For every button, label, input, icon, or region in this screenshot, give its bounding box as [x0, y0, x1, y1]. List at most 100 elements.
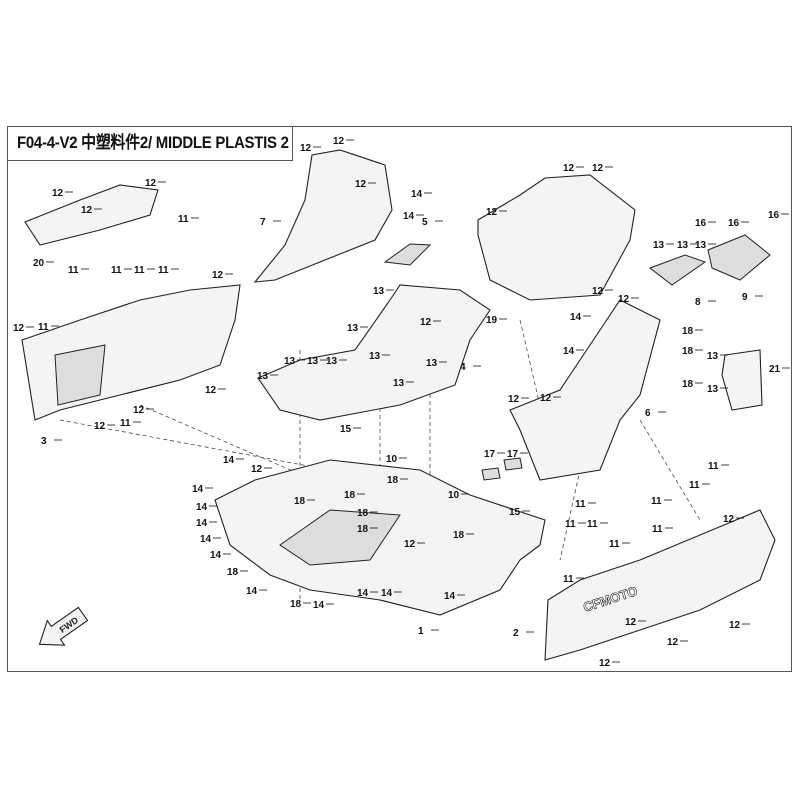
callout-14: 14: [313, 600, 325, 611]
part-2-right-side-panel: CFMOTO: [544, 509, 776, 661]
callout-13: 13: [373, 286, 385, 297]
callout-12: 12: [300, 143, 312, 154]
callout-13: 13: [707, 351, 719, 362]
callout-11: 11: [178, 214, 189, 225]
callout-11: 11: [651, 496, 662, 507]
fwd-arrow: FWD: [38, 606, 89, 646]
part-19-rear-tray: [477, 174, 636, 301]
callout-13: 13: [257, 371, 269, 382]
callout-18: 18: [344, 490, 356, 501]
callout-14: 14: [246, 586, 258, 597]
callout-11: 11: [134, 265, 145, 276]
part-5-vent-cover: [383, 243, 432, 266]
callout-13: 13: [347, 323, 359, 334]
callout-12: 12: [81, 205, 93, 216]
callout-17: 17: [484, 449, 496, 460]
callout-15: 15: [509, 507, 521, 518]
callout-18: 18: [294, 496, 306, 507]
callout-13: 13: [695, 240, 707, 251]
callout-18: 18: [453, 530, 465, 541]
callout-10: 10: [386, 454, 398, 465]
callout-11: 11: [158, 265, 169, 276]
callout-14: 14: [196, 518, 208, 529]
callout-11: 11: [689, 480, 700, 491]
callout-18: 18: [682, 379, 694, 390]
callout-13: 13: [284, 356, 296, 367]
callout-12: 12: [420, 317, 432, 328]
part-3-left-side-panel: [21, 284, 241, 421]
callout-18: 18: [290, 599, 302, 610]
diagram-frame: [7, 126, 792, 672]
callout-12: 12: [599, 658, 611, 669]
part-21-cover: [721, 349, 763, 411]
callout-11: 11: [68, 265, 79, 276]
callout-11: 11: [38, 322, 49, 333]
callout-12: 12: [618, 294, 630, 305]
callout-12: 12: [251, 464, 263, 475]
callout-14: 14: [357, 588, 369, 599]
callout-12: 12: [133, 405, 145, 416]
part-7-tunnel-cover: [253, 149, 393, 283]
callout-12: 12: [667, 637, 679, 648]
callout-18: 18: [682, 326, 694, 337]
part-17-clips: [481, 457, 523, 481]
callout-14: 14: [192, 484, 204, 495]
callout-12: 12: [205, 385, 217, 396]
callout-16: 16: [695, 218, 707, 229]
part-1-floor-tub: [214, 459, 546, 616]
callout-12: 12: [723, 514, 735, 525]
callout-1: 1: [418, 626, 424, 637]
callout-14: 14: [210, 550, 222, 561]
callout-18: 18: [682, 346, 694, 357]
callout-14: 14: [196, 502, 208, 513]
callout-14: 14: [444, 591, 456, 602]
callout-12: 12: [355, 179, 367, 190]
callout-20: 20: [33, 258, 45, 269]
callout-14: 14: [403, 211, 415, 222]
callout-18: 18: [227, 567, 239, 578]
part-20-floor-panel: [24, 184, 159, 246]
callout-12: 12: [145, 178, 157, 189]
callout-18: 18: [357, 524, 369, 535]
callout-11: 11: [609, 539, 620, 550]
callout-16: 16: [768, 210, 780, 221]
callout-11: 11: [111, 265, 122, 276]
callout-12: 12: [486, 207, 498, 218]
callout-14: 14: [200, 534, 212, 545]
callout-5: 5: [422, 217, 428, 228]
callout-2: 2: [513, 628, 519, 639]
callout-18: 18: [387, 475, 399, 486]
callout-4: 4: [460, 362, 466, 373]
callout-13: 13: [326, 356, 338, 367]
callout-14: 14: [563, 346, 575, 357]
callout-13: 13: [307, 356, 319, 367]
callout-16: 16: [728, 218, 740, 229]
callout-14: 14: [223, 455, 235, 466]
callout-8: 8: [695, 297, 701, 308]
callout-12: 12: [592, 286, 604, 297]
callout-12: 12: [729, 620, 741, 631]
callout-13: 13: [653, 240, 665, 251]
callout-11: 11: [587, 519, 598, 530]
callout-11: 11: [652, 524, 663, 535]
title-text: F04-4-V2 中塑料件2/ MIDDLE PLASTIS 2: [17, 133, 289, 152]
callout-7: 7: [260, 217, 266, 228]
callout-13: 13: [393, 378, 405, 389]
callout-11: 11: [565, 519, 576, 530]
callout-12: 12: [94, 421, 106, 432]
callout-12: 12: [508, 394, 520, 405]
callout-3: 3: [41, 436, 47, 447]
callout-18: 18: [357, 508, 369, 519]
callout-10: 10: [448, 490, 460, 501]
callout-11: 11: [575, 499, 586, 510]
callout-11: 11: [563, 574, 574, 585]
callout-11: 11: [120, 418, 131, 429]
callout-12: 12: [592, 163, 604, 174]
callout-12: 12: [13, 323, 25, 334]
callout-12: 12: [52, 188, 64, 199]
callout-21: 21: [769, 364, 781, 375]
callout-19: 19: [486, 315, 498, 326]
callout-12: 12: [625, 617, 637, 628]
